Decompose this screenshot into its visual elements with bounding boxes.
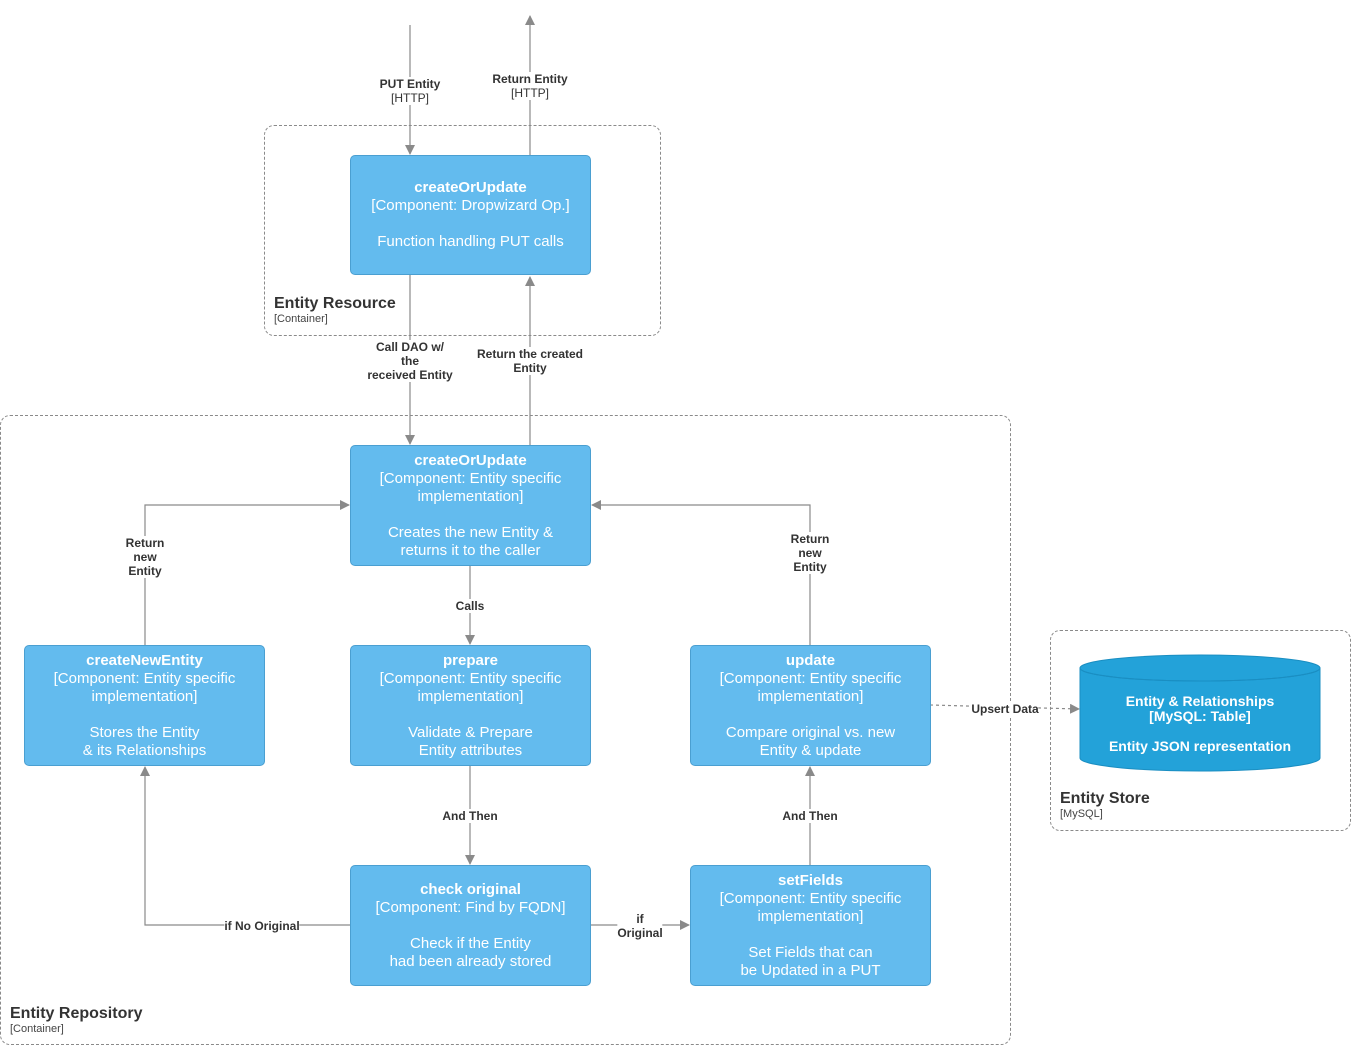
label-call-dao: Call DAO w/ the received Entity bbox=[367, 340, 453, 382]
component-type-2: implementation] bbox=[417, 487, 524, 505]
component-desc-2: had been already stored bbox=[389, 952, 552, 970]
component-desc-1: Check if the Entity bbox=[410, 934, 531, 952]
component-title: createOrUpdate bbox=[414, 451, 527, 469]
repo-create-or-update-component[interactable]: createOrUpdate [Component: Entity specif… bbox=[350, 445, 591, 566]
component-type-2: implementation] bbox=[91, 687, 198, 705]
database-desc: Entity JSON representation bbox=[1108, 738, 1292, 754]
component-type-2: implementation] bbox=[417, 687, 524, 705]
entity-store-name: Entity Store bbox=[1060, 790, 1150, 807]
prepare-component[interactable]: prepare [Component: Entity specific impl… bbox=[350, 645, 591, 766]
edge-return-new-left bbox=[144, 500, 350, 645]
component-title: update bbox=[785, 651, 836, 669]
component-title: prepare bbox=[442, 651, 499, 669]
label-if-no-original: if No Original bbox=[224, 919, 300, 933]
component-desc-1: Creates the new Entity & bbox=[387, 523, 554, 541]
edge-if-no-original bbox=[140, 766, 350, 926]
component-title: createNewEntity bbox=[86, 651, 203, 669]
label-text: PUT Entity bbox=[379, 77, 441, 91]
component-desc-1: Validate & Prepare bbox=[408, 723, 533, 741]
label-return-new-right: Return new Entity bbox=[790, 532, 830, 574]
entity-resource-boundary bbox=[264, 125, 661, 336]
label-tech: [HTTP] bbox=[390, 91, 429, 105]
database-cylinder bbox=[1079, 654, 1321, 772]
component-type: [Component: Dropwizard Op.] bbox=[371, 197, 570, 214]
entity-repository-tech: [Container] bbox=[10, 1023, 64, 1035]
label-and-then-right: And Then bbox=[782, 809, 838, 823]
component-desc-1: Set Fields that can bbox=[748, 943, 873, 961]
edge-return-new-right bbox=[591, 500, 811, 645]
component-title: check original bbox=[420, 880, 521, 898]
component-type-2: implementation] bbox=[757, 907, 864, 925]
component-desc-2: & its Relationships bbox=[82, 741, 207, 759]
component-desc-1: Stores the Entity bbox=[89, 723, 200, 741]
label-put-entity: PUT Entity [HTTP] bbox=[379, 77, 441, 105]
database-title: Entity & Relationships bbox=[1125, 693, 1275, 709]
component-type: [Component: Find by FQDN] bbox=[375, 898, 566, 916]
check-original-component[interactable]: check original [Component: Find by FQDN]… bbox=[350, 865, 591, 986]
label-if-original: if Original bbox=[617, 912, 663, 940]
label-text: Return Entity bbox=[492, 72, 568, 86]
entity-store-tech: [MySQL] bbox=[1060, 808, 1103, 820]
component-type-1: [Component: Entity specific bbox=[379, 469, 562, 487]
component-type-2: implementation] bbox=[757, 687, 864, 705]
component-desc-2: Entity & update bbox=[759, 741, 862, 759]
label-return-new-left: Return new Entity bbox=[125, 536, 165, 578]
update-component[interactable]: update [Component: Entity specific imple… bbox=[690, 645, 931, 766]
label-tech: [HTTP] bbox=[511, 86, 549, 100]
create-new-entity-component[interactable]: createNewEntity [Component: Entity speci… bbox=[24, 645, 265, 766]
component-type-1: [Component: Entity specific bbox=[719, 669, 902, 687]
component-desc: Function handling PUT calls bbox=[377, 233, 564, 250]
component-title: setFields bbox=[777, 871, 844, 889]
component-type-1: [Component: Entity specific bbox=[379, 669, 562, 687]
set-fields-component[interactable]: setFields [Component: Entity specific im… bbox=[690, 865, 931, 986]
component-desc-1: Compare original vs. new bbox=[725, 723, 896, 741]
label-return-created: Return the created Entity bbox=[476, 347, 584, 375]
entity-resource-name: Entity Resource bbox=[274, 295, 396, 312]
entity-resource-tech: [Container] bbox=[274, 313, 328, 325]
component-desc-2: returns it to the caller bbox=[400, 541, 541, 559]
entity-repository-name: Entity Repository bbox=[10, 1005, 143, 1022]
database-type: [MySQL: Table] bbox=[1149, 708, 1251, 724]
label-return-entity: Return Entity [HTTP] bbox=[492, 72, 568, 100]
component-desc-2: be Updated in a PUT bbox=[740, 961, 881, 979]
component-title: createOrUpdate bbox=[414, 179, 527, 196]
component-type-1: [Component: Entity specific bbox=[719, 889, 902, 907]
entity-repository-boundary bbox=[0, 415, 1011, 1045]
resource-create-or-update-component[interactable]: createOrUpdate [Component: Dropwizard Op… bbox=[350, 155, 591, 275]
label-calls: Calls bbox=[455, 599, 485, 613]
label-upsert: Upsert Data bbox=[971, 702, 1039, 716]
label-and-then-left: And Then bbox=[442, 809, 498, 823]
component-desc-2: Entity attributes bbox=[418, 741, 523, 759]
component-type-1: [Component: Entity specific bbox=[53, 669, 236, 687]
